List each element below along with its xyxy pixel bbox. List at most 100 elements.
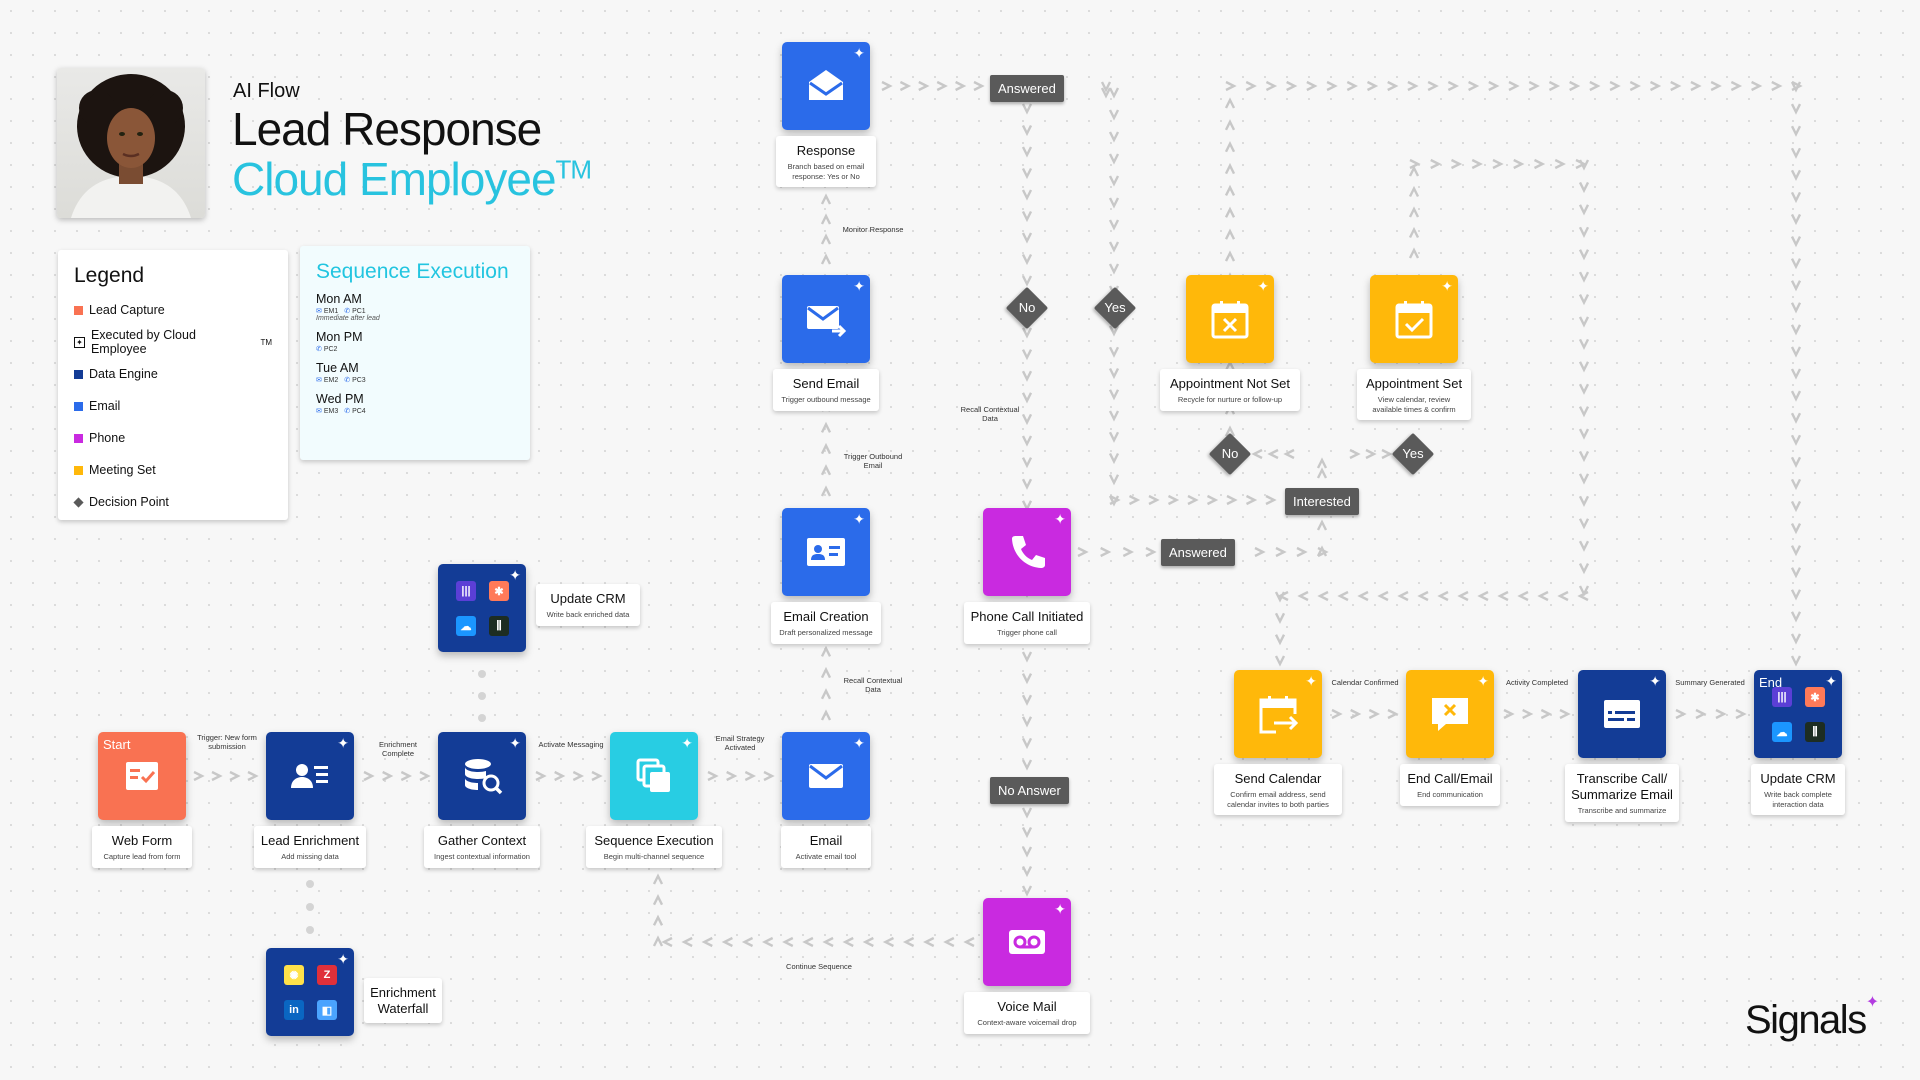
phone-icon bbox=[1003, 528, 1051, 576]
connector-arrow bbox=[1580, 182, 1588, 190]
connector-arrow bbox=[1254, 450, 1262, 458]
connector-arrow bbox=[1580, 541, 1588, 549]
gather-title: Gather Context bbox=[430, 833, 534, 849]
connector-arrow bbox=[822, 670, 830, 678]
crm2-node[interactable]: |||✱☁⫼End✦ bbox=[1754, 670, 1842, 758]
seqexec-node[interactable]: ✦ bbox=[610, 732, 698, 820]
phone-icon: ✆ bbox=[316, 346, 322, 353]
legend-swatch bbox=[74, 370, 83, 379]
connector-arrow bbox=[1549, 82, 1557, 90]
connector-arrow bbox=[1149, 496, 1157, 504]
connector-arrow bbox=[1297, 548, 1305, 556]
sendemail-node[interactable]: ✦ bbox=[782, 275, 870, 363]
connector-arrow bbox=[1023, 169, 1031, 177]
connector-arrow bbox=[1146, 548, 1154, 556]
legend-item: Decision Point bbox=[74, 486, 272, 518]
connector-arrow bbox=[1023, 190, 1031, 198]
apptset-node[interactable]: ✦ bbox=[1370, 275, 1458, 363]
phone-icon: ✆ bbox=[344, 408, 350, 415]
connector-arrow bbox=[822, 488, 830, 496]
response-node[interactable]: ✦ bbox=[782, 42, 870, 130]
connector-arrow bbox=[654, 938, 662, 946]
legend-label: Email bbox=[89, 399, 120, 413]
connector-arrow bbox=[822, 256, 830, 264]
connector-arrow bbox=[1792, 546, 1800, 554]
apptnot-node[interactable]: ✦ bbox=[1186, 275, 1274, 363]
connector-arrow bbox=[825, 938, 833, 946]
crm2-subtitle: Write back complete interaction data bbox=[1757, 790, 1839, 809]
connector-arrow bbox=[1226, 166, 1234, 174]
start-subtitle: Capture lead from form bbox=[98, 852, 186, 862]
legend-swatch bbox=[74, 402, 83, 411]
sequence-day: Tue AM✉ EM2✆ PC3 bbox=[316, 361, 514, 384]
phone-title: Phone Call Initiated bbox=[970, 609, 1084, 625]
connector-arrow bbox=[1023, 808, 1031, 816]
phone-node[interactable]: ✦ bbox=[983, 508, 1071, 596]
start-node[interactable]: Start bbox=[98, 732, 186, 820]
connector-arrow bbox=[1480, 592, 1488, 600]
connector-arrow bbox=[1752, 82, 1760, 90]
connector-arrow bbox=[1226, 231, 1234, 239]
sequence-channels: ✆ PC2 bbox=[316, 345, 514, 353]
mailopen-icon bbox=[802, 62, 850, 110]
legend-title: Legend bbox=[74, 264, 272, 288]
crm2-tag: End bbox=[1759, 675, 1782, 690]
email-icon: ✉ bbox=[316, 408, 322, 415]
connector-arrow bbox=[1504, 710, 1512, 718]
connector-arrow bbox=[1382, 450, 1390, 458]
legend-label: Data Engine bbox=[89, 367, 158, 381]
no-answer-pill: No Answer bbox=[990, 777, 1069, 804]
connector-arrow bbox=[885, 938, 893, 946]
transcribe-node[interactable]: ✦ bbox=[1578, 670, 1666, 758]
seqexec-card: Sequence ExecutionBegin multi-channel se… bbox=[586, 826, 722, 868]
connector-dot bbox=[306, 880, 314, 888]
legend-swatch bbox=[74, 466, 83, 475]
sequence-channels: ✉ EM1✆ PC1 bbox=[316, 307, 514, 315]
connector-arrow bbox=[1351, 710, 1359, 718]
connector-arrow bbox=[1493, 160, 1501, 168]
connector-arrow bbox=[1431, 160, 1439, 168]
connector-arrow bbox=[1736, 710, 1744, 718]
sendcal-node[interactable]: ✦ bbox=[1234, 670, 1322, 758]
connector-arrow bbox=[1420, 592, 1428, 600]
connector-arrow bbox=[1570, 82, 1578, 90]
connector-arrow bbox=[1580, 272, 1588, 280]
connector-arrow bbox=[1580, 295, 1588, 303]
endcall-node[interactable]: ✦ bbox=[1406, 670, 1494, 758]
connector-arrow bbox=[1555, 160, 1563, 168]
waterfall-card: Enrichment Waterfall bbox=[364, 978, 442, 1023]
connector-arrow bbox=[1529, 82, 1537, 90]
cloud-employee-sparkle-icon: ✦ bbox=[1054, 902, 1066, 916]
connector-arrow bbox=[1110, 411, 1118, 419]
voicemail-node[interactable]: ✦ bbox=[983, 898, 1071, 986]
connector-arrow bbox=[1276, 548, 1284, 556]
legend-list: Lead Capture✦Executed by Cloud EmployeeT… bbox=[74, 294, 272, 518]
connector-arrow bbox=[1023, 126, 1031, 134]
sequence-day-label: Wed PM bbox=[316, 392, 514, 406]
apptset-title: Appointment Set bbox=[1363, 376, 1465, 392]
emailcreate-node[interactable]: ✦ bbox=[782, 508, 870, 596]
connector-arrow bbox=[1560, 710, 1568, 718]
connector-arrow bbox=[1792, 524, 1800, 532]
crm1-node[interactable]: |||✱☁⫼✦ bbox=[438, 564, 526, 652]
enrich-subtitle: Add missing data bbox=[260, 852, 360, 862]
connector-arrow bbox=[1023, 436, 1031, 444]
connector-arrow bbox=[1340, 592, 1348, 600]
connector-arrow bbox=[1300, 592, 1308, 600]
enrich-node[interactable]: ✦ bbox=[266, 732, 354, 820]
form-icon bbox=[118, 752, 166, 800]
gather-node[interactable]: ✦ bbox=[438, 732, 526, 820]
connector-arrow bbox=[1410, 230, 1418, 238]
connector-arrow bbox=[1023, 233, 1031, 241]
sparkle-box-icon: ✦ bbox=[74, 337, 85, 348]
connector-arrow bbox=[1580, 407, 1588, 415]
connector-arrow bbox=[1610, 82, 1618, 90]
connector-arrow bbox=[1792, 104, 1800, 112]
transcribe-title: Transcribe Call/ Summarize Email bbox=[1571, 771, 1673, 803]
email-node[interactable]: ✦ bbox=[782, 732, 870, 820]
cloud-employee-sparkle-icon: ✦ bbox=[1441, 279, 1453, 293]
connector-arrow bbox=[1792, 501, 1800, 509]
legend-item: Data Engine bbox=[74, 358, 272, 390]
